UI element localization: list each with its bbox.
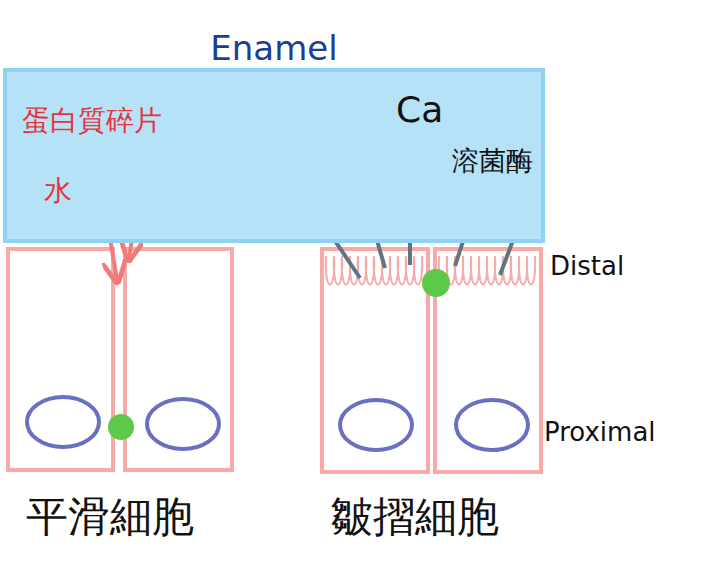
tight-junction <box>422 269 450 297</box>
nucleus <box>27 397 99 447</box>
ruffled-cell <box>435 249 541 472</box>
smooth-cell <box>125 249 232 470</box>
label: 溶菌酶 <box>452 145 533 177</box>
position-label: Proximal <box>544 417 656 448</box>
position-label: Distal <box>550 251 624 282</box>
nucleus <box>340 400 412 450</box>
cell-type-label: 平滑細胞 <box>26 492 194 542</box>
cell-type-label: 皺摺細胞 <box>331 492 499 542</box>
ruffled-border <box>439 256 535 285</box>
label: Ca <box>396 88 443 131</box>
label: 蛋白質碎片 <box>22 104 162 138</box>
layer-heading: Enamel <box>7 28 541 69</box>
label: 水 <box>44 174 72 208</box>
ruffled-border <box>326 256 422 285</box>
nucleus <box>147 399 219 449</box>
tight-junction <box>108 414 134 440</box>
ruffled-cell <box>322 249 428 472</box>
nucleus <box>456 400 528 450</box>
smooth-cell <box>8 249 113 470</box>
